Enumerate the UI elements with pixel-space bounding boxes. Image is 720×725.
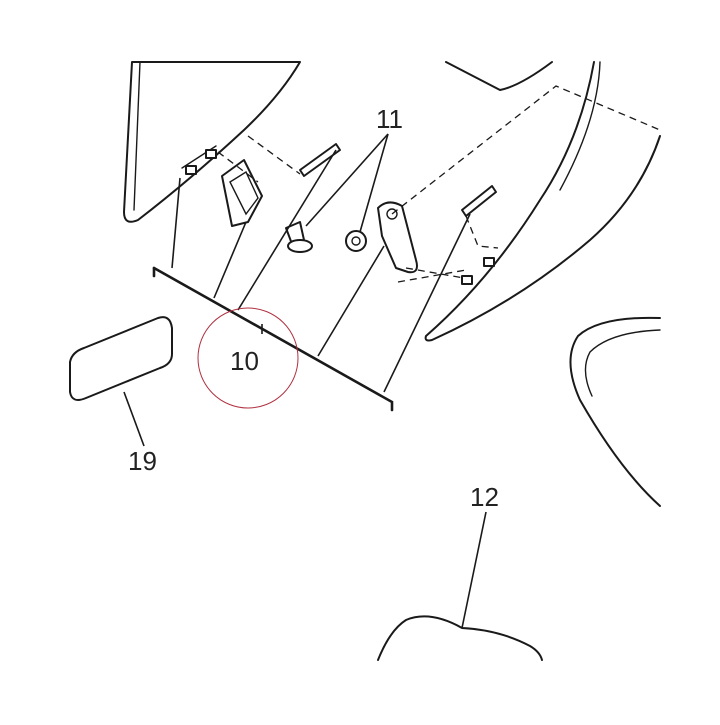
screw-11-left: [285, 221, 313, 253]
right-seat-shape: [569, 316, 661, 507]
pad-part-19: [69, 316, 173, 401]
leader-lines: [123, 133, 487, 629]
label-part-12: 12: [470, 482, 499, 512]
mounting-plate: [377, 201, 418, 274]
top-right-shape: [445, 61, 553, 91]
left-pin: [299, 143, 341, 177]
label-part-19: 19: [128, 446, 157, 476]
part-12-shape: [377, 615, 543, 661]
group-bracket-10: [152, 266, 394, 412]
label-part-11: 11: [376, 104, 403, 134]
left-fairing-panel: [123, 61, 301, 223]
nut-11-right: [345, 230, 367, 252]
assembly-dashed-lines: [217, 85, 661, 283]
highlight-circle-10: [197, 307, 299, 409]
label-part-10: 10: [230, 346, 259, 376]
right-fairing-panel: [424, 61, 661, 342]
right-pin: [461, 185, 497, 217]
left-clip-bracket: [221, 159, 263, 227]
